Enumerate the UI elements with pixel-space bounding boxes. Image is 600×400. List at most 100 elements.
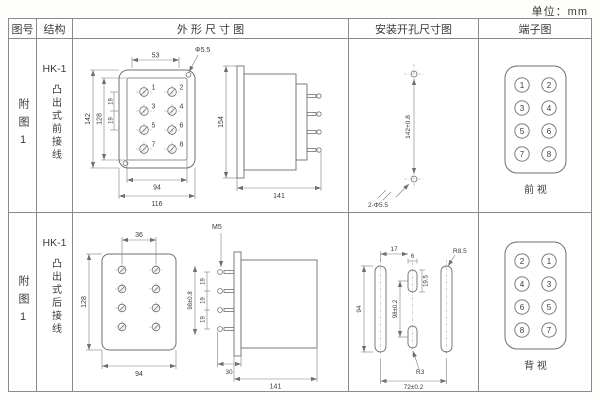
terminal-number: 6 (179, 122, 183, 129)
dim-side-height: 154 (218, 116, 225, 128)
terminal-pin: 1 (547, 257, 552, 266)
terminal-diagram-rear: 2 1 4 3 6 5 8 7 背 视 (504, 241, 567, 372)
row1-model: HK-1 (42, 63, 67, 75)
dim-stud-span: 98±0.8 (188, 291, 194, 310)
side-view-body (236, 65, 322, 178)
row2-structure: 凸出式后接线 (49, 258, 61, 336)
dim-cutout-width: 72±0.2 (403, 384, 423, 390)
side-view-dimension-lines (222, 65, 321, 191)
row2-outline-cell: 36 128 94 (73, 213, 349, 391)
dim-gap-2: 19 (108, 116, 114, 123)
terminal-circle-numbers: 2 1 4 3 6 5 8 7 (520, 257, 552, 335)
row1-terminal-cell: 1 2 3 4 5 6 7 8 前 视 (479, 39, 591, 213)
dim-stud-depth: 30 (225, 369, 233, 376)
row1-fig-no-cell: 附图1 (9, 39, 37, 213)
spec-table: 图号 结构 外 形 尺 寸 图 安装开孔尺寸图 端子图 附图1 HK-1 凸出式… (8, 18, 592, 392)
terminal-pin: 5 (520, 126, 525, 135)
dim-small-slot-length: 19.5 (423, 275, 429, 287)
rear-view-body (101, 253, 176, 351)
rear-side-dim-labels: M5 19 19 19 98±0.8 30 141 (188, 224, 281, 390)
dim-height: 128 (81, 296, 88, 308)
terminal-circles (514, 76, 557, 162)
front-view-dimension-lines (89, 54, 198, 199)
dim-cutout-height: 94 (356, 305, 363, 313)
terminal-block-outline (504, 65, 567, 173)
view-label-rear: 背 视 (524, 359, 547, 372)
terminal-pin: 2 (547, 80, 552, 89)
cutout-slots (374, 265, 452, 353)
dim-top-width: 53 (151, 52, 159, 59)
terminal-circle-numbers: 1 2 3 4 5 6 7 8 (520, 80, 552, 158)
front-view-screws (135, 84, 180, 156)
holes-callout: 2-Φ5.5 (368, 202, 388, 209)
rear-view-dimension-lines (85, 237, 176, 369)
terminal-pin: 3 (520, 103, 525, 112)
terminal-pin: 8 (547, 149, 552, 158)
row1-structure-cell: HK-1 凸出式前接线 (37, 39, 73, 213)
terminal-pin: 5 (547, 303, 552, 312)
dim-gap-1: 19 (200, 278, 206, 285)
terminal-pin: 7 (547, 326, 552, 335)
front-view-terminal-numbers: 1 2 3 4 5 6 7 8 (151, 84, 183, 148)
screw-size-label: M5 (212, 224, 222, 231)
dim-width-outer: 116 (151, 201, 162, 208)
row2-mounting-cell: 17 6 R8.5 19.5 94 98±0.2 R3 72±0.2 (349, 213, 479, 391)
dim-slot-offset: 17 (390, 246, 398, 253)
row2-fig-no-cell: 附图1 (9, 213, 37, 391)
terminal-pin: 2 (520, 257, 525, 266)
front-view-body (118, 69, 195, 168)
cutout-dimension-lines (360, 251, 455, 384)
front-view-dim-labels: 53 Φ5.5 142 128 19 19 94 116 (85, 47, 210, 208)
side-view-dim-labels: 154 141 (218, 116, 285, 200)
dim-gap-1: 19 (108, 97, 114, 104)
row1-structure: 凸出式前接线 (49, 84, 61, 162)
header-terminal: 端子图 (479, 19, 591, 39)
header-structure: 结构 (37, 19, 73, 39)
mounting-drawing-rear-wiring: 17 6 R8.5 19.5 94 98±0.2 R3 72±0.2 (356, 246, 467, 390)
terminal-pin: 4 (547, 103, 552, 112)
terminal-pin: 1 (520, 80, 525, 89)
cutout-dim-labels: 17 6 R8.5 19.5 94 98±0.2 R3 72±0.2 (356, 246, 467, 390)
mounting-dim-labels: 142+0.8 2-Φ5.5 (368, 114, 412, 208)
dim-hole-diameter: Φ5.5 (195, 47, 210, 54)
rear-view-dim-labels: 36 128 94 (81, 232, 143, 378)
rear-side-view-body (216, 251, 317, 357)
dim-width-inner: 94 (153, 184, 161, 191)
row2-model: HK-1 (42, 237, 67, 249)
row2-fig-no: 附图1 (17, 274, 29, 330)
terminal-number: 3 (151, 103, 155, 110)
terminal-pin: 4 (520, 280, 525, 289)
terminal-pin: 7 (520, 149, 525, 158)
row2-structure-cell: HK-1 凸出式后接线 (37, 213, 73, 391)
row1-mounting-cell: 142+0.8 2-Φ5.5 (349, 39, 479, 213)
dim-side-depth: 141 (269, 384, 281, 391)
rear-side-dimension-lines (192, 233, 317, 382)
row1-outline-cell: 1 2 3 4 5 6 7 8 (73, 39, 349, 213)
terminal-pin: 6 (520, 303, 525, 312)
terminal-number: 7 (151, 141, 155, 148)
terminal-pin: 8 (520, 326, 525, 335)
dim-small-slot-width: 6 (410, 254, 414, 260)
row2-terminal-cell: 2 1 4 3 6 5 8 7 背 视 (479, 213, 591, 391)
rear-view-screws (114, 263, 163, 334)
dim-center-spacing: 98±0.2 (393, 299, 399, 318)
dim-width: 94 (135, 371, 143, 378)
unit-label: 单位：mm (531, 6, 588, 18)
terminal-diagram-front: 1 2 3 4 5 6 7 8 前 视 (504, 65, 567, 196)
dim-screw-spacing: 36 (135, 232, 143, 239)
outline-drawing-rear-wiring: 36 128 94 (81, 224, 317, 390)
radius-inner-label: R3 (416, 369, 425, 376)
radius-outer-label: R8.5 (453, 248, 467, 255)
dim-hole-spacing: 142+0.8 (405, 114, 412, 138)
terminal-number: 8 (179, 141, 183, 148)
dim-height-outer: 142 (85, 113, 92, 125)
dim-height-inner: 128 (96, 113, 103, 125)
outline-drawing-front-wiring: 1 2 3 4 5 6 7 8 (85, 47, 322, 208)
terminal-number: 4 (179, 103, 183, 110)
terminal-number: 1 (151, 84, 155, 91)
dim-gap-2: 19 (200, 297, 206, 304)
terminal-pin: 3 (547, 280, 552, 289)
terminal-circles (514, 253, 557, 338)
mounting-drawing-front-wiring: 142+0.8 2-Φ5.5 (368, 63, 424, 209)
header-fig-no: 图号 (9, 19, 37, 39)
